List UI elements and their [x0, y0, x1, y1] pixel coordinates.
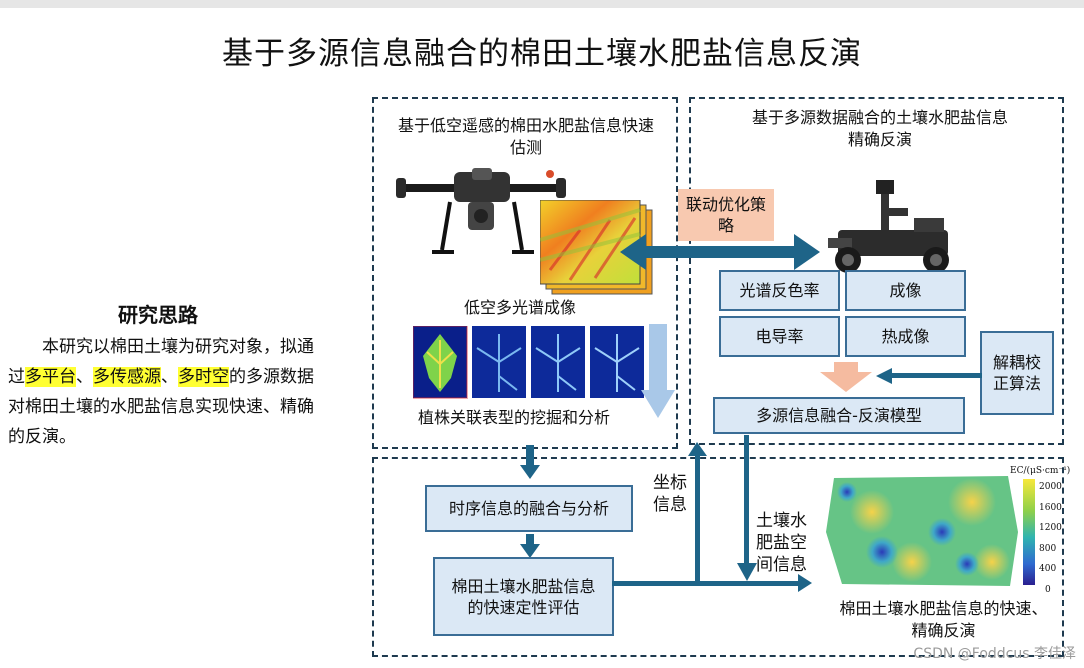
linkage-double-arrow	[620, 234, 820, 270]
mining-label: 植株关联表型的挖掘和分析	[418, 407, 610, 429]
sensor-spectral-reflectance: 光谱反色率	[719, 270, 840, 311]
fusion-down-arrow	[820, 362, 872, 392]
decoupling-algorithm-box: 解耦校正算法	[980, 331, 1054, 415]
top-bar	[0, 0, 1084, 8]
map-caption: 棉田土壤水肥盐信息的快速、精确反演	[836, 598, 1051, 642]
sensor-thermal: 热成像	[845, 316, 966, 357]
colorbar-ticks: 2000 1600 1200 800 400 0	[1039, 477, 1069, 600]
colorbar-tick: 800	[1039, 539, 1069, 560]
colorbar-tick: 2000	[1039, 477, 1069, 498]
arrow-to-assessment	[520, 534, 540, 558]
coordinate-info-label: 坐标信息	[653, 472, 689, 516]
colorbar-tick: 1200	[1039, 518, 1069, 539]
page-title: 基于多源信息融合的棉田土壤水肥盐信息反演	[0, 28, 1084, 73]
sensor-imaging: 成像	[845, 270, 966, 311]
spatial-info-arrow	[737, 435, 757, 581]
leaf-phenotype-images	[413, 326, 645, 400]
ground-robot-image	[818, 178, 968, 274]
sensor-conductivity: 电导率	[719, 316, 840, 357]
colorbar-unit: EC/(μS·cm⁻¹)	[1010, 466, 1070, 476]
left-panel-title: 基于低空遥感的棉田水肥盐信息快速估测	[398, 115, 654, 159]
decoupling-arrow	[876, 366, 982, 386]
soil-ec-map	[822, 472, 1022, 592]
right-panel-title: 基于多源数据融合的土壤水肥盐信息精确反演	[752, 107, 1008, 151]
fusion-inversion-model-box: 多源信息融合-反演模型	[713, 397, 965, 434]
highlight-multi-spatiotemporal: 多时空	[178, 367, 229, 387]
highlight-multi-platform: 多平台	[25, 367, 76, 387]
qualitative-assessment-box: 棉田土壤水肥盐信息的快速定性评估	[433, 557, 614, 636]
watermark: CSDN @Foddcus 李佳泽	[913, 643, 1076, 663]
colorbar	[1023, 479, 1035, 585]
separator: 、	[76, 367, 93, 387]
spatial-info-label: 土壤水肥盐空间信息	[756, 510, 812, 576]
highlight-multi-sensor: 多传感源	[93, 367, 161, 387]
colorbar-tick: 0	[1039, 580, 1069, 601]
down-arrow-light	[641, 324, 675, 418]
arrow-to-timeseries	[520, 445, 540, 479]
research-heading: 研究思路	[118, 299, 198, 328]
separator: 、	[161, 367, 178, 387]
imaging-label: 低空多光谱成像	[464, 297, 576, 319]
colorbar-tick: 400	[1039, 559, 1069, 580]
colorbar-tick: 1600	[1039, 498, 1069, 519]
research-text: 本研究以棉田土壤为研究对象，拟通过多平台、多传感源、多时空的多源数据对棉田土壤的…	[8, 332, 320, 452]
timeseries-fusion-box: 时序信息的融合与分析	[425, 485, 633, 532]
